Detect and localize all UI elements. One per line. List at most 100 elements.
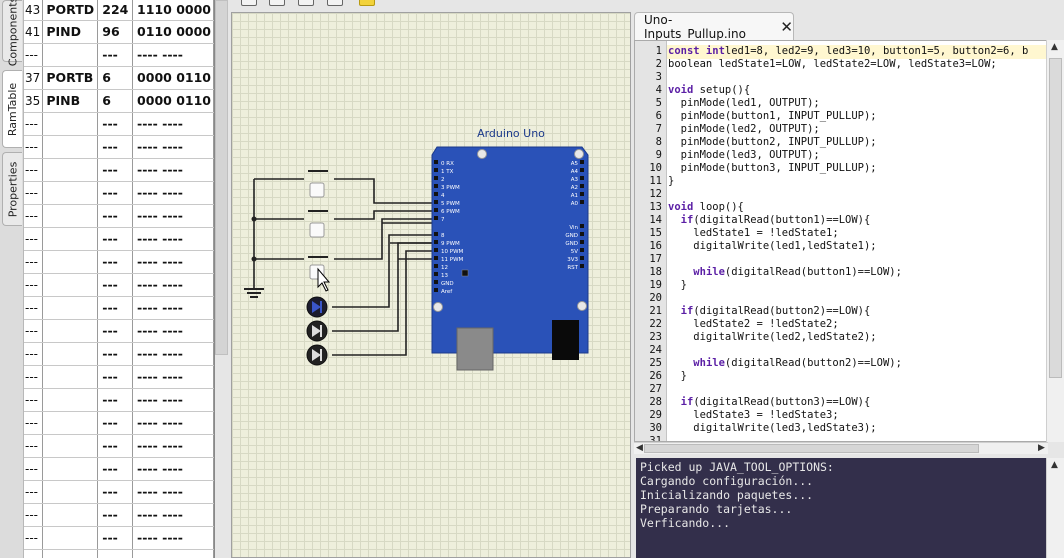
code-line: void loop(){ [668,201,744,213]
toolbar-button[interactable] [269,0,285,6]
pin-header[interactable] [434,288,438,292]
console-scrollbar[interactable]: ▲ [1046,458,1064,558]
pin-header[interactable] [434,192,438,196]
console-line: Picked up JAVA_TOOL_OPTIONS: [640,460,834,474]
table-row[interactable]: ---------- ---- [24,112,214,136]
scroll-thumb[interactable] [644,444,979,453]
output-console[interactable]: Picked up JAVA_TOOL_OPTIONS: Cargando co… [636,458,1046,558]
table-row[interactable]: ---------- ---- [24,250,214,274]
pin-header[interactable] [580,200,584,204]
tab-components[interactable]: Components [2,0,22,66]
close-icon[interactable]: ✕ [780,17,793,36]
pin-header[interactable] [434,168,438,172]
pin-header[interactable] [434,216,438,220]
table-row[interactable]: ---------- ---- [24,135,214,159]
led-3[interactable] [306,344,328,366]
pin-header[interactable] [580,232,584,236]
pin-header[interactable] [434,280,438,284]
table-row[interactable]: ---------- ---- [24,296,214,320]
tab-properties[interactable]: Properties [2,152,22,226]
led-2[interactable] [306,320,328,342]
line-number: 16 [649,240,662,252]
ram-name-cell [42,480,99,504]
table-row[interactable]: ---------- ---- [24,204,214,228]
ram-decimal-cell: --- [97,388,134,412]
pin-header[interactable] [580,160,584,164]
table-row[interactable]: ---------- ---- [24,365,214,389]
table-row[interactable]: ---------- ---- [24,43,214,67]
scroll-left-icon[interactable]: ◀ [636,443,643,453]
pin-header[interactable] [434,256,438,260]
pin-header[interactable] [580,192,584,196]
pin-header[interactable] [434,208,438,212]
toolbar-button[interactable] [327,0,343,6]
code-line: void setup(){ [668,84,750,96]
run-button[interactable] [359,0,375,6]
pin-header[interactable] [580,176,584,180]
table-row[interactable]: ---------- ---- [24,342,214,366]
toolbar-button[interactable] [241,0,257,6]
led-1[interactable] [306,296,328,318]
table-row[interactable]: ---------- ---- [24,526,214,550]
table-row[interactable]: ---------- ---- [24,434,214,458]
pin-header[interactable] [434,184,438,188]
ram-name-cell [42,250,99,274]
editor-tab-bar: Uno-Inputs_Pullup.ino ✕ [634,12,1064,41]
ram-name-cell [42,526,99,550]
scroll-thumb[interactable] [1049,58,1062,378]
pin-header[interactable] [580,264,584,268]
ram-binary-cell: ---- ---- [132,480,214,504]
pin-header[interactable] [434,264,438,268]
board-label: Arduino Uno [477,127,545,140]
ram-decimal-cell: --- [97,457,134,481]
pin-header[interactable] [434,200,438,204]
pin-header[interactable] [580,248,584,252]
pin-header[interactable] [580,168,584,172]
table-row[interactable]: ---------- ---- [24,457,214,481]
table-row[interactable]: ---------- ---- [24,181,214,205]
table-row[interactable]: ---------- ---- [24,388,214,412]
code-line: } [668,279,687,291]
pin-header[interactable] [434,240,438,244]
table-row[interactable]: ---------- ---- [24,411,214,435]
toolbar-button[interactable] [298,0,314,6]
pin-header[interactable] [580,256,584,260]
push-button-1[interactable] [308,170,328,198]
pin-header[interactable] [434,248,438,252]
pin-header[interactable] [580,240,584,244]
pin-header[interactable] [434,160,438,164]
pin-header[interactable] [580,224,584,228]
table-row[interactable]: ---------- ---- [24,549,214,558]
table-row[interactable]: ---------- ---- [24,227,214,251]
ram-address-cell: --- [24,273,44,297]
ram-address-cell: --- [24,480,44,504]
scroll-thumb[interactable] [215,0,228,355]
pin-header[interactable] [434,232,438,236]
scroll-up-icon[interactable]: ▲ [1051,42,1058,52]
ram-name-cell [42,319,99,343]
left-panel-scrollbar[interactable] [215,0,228,558]
scroll-right-icon[interactable]: ▶ [1038,443,1045,453]
push-button-2[interactable] [308,210,328,238]
scroll-up-icon[interactable]: ▲ [1051,460,1058,470]
table-row[interactable]: ---------- ---- [24,319,214,343]
editor-vertical-scrollbar[interactable]: ▲ [1046,40,1064,442]
pin-header[interactable] [434,272,438,276]
table-row[interactable]: ---------- ---- [24,273,214,297]
table-row[interactable]: ---------- ---- [24,503,214,527]
tab-ramtable[interactable]: RamTable [2,70,22,148]
pin-header[interactable] [580,184,584,188]
tab-file[interactable]: Uno-Inputs_Pullup.ino ✕ [634,12,794,41]
table-row[interactable]: ---------- ---- [24,158,214,182]
pin-header[interactable] [434,176,438,180]
table-row[interactable]: ---------- ---- [24,480,214,504]
editor-horizontal-scrollbar[interactable]: ◀ ▶ [634,442,1048,454]
